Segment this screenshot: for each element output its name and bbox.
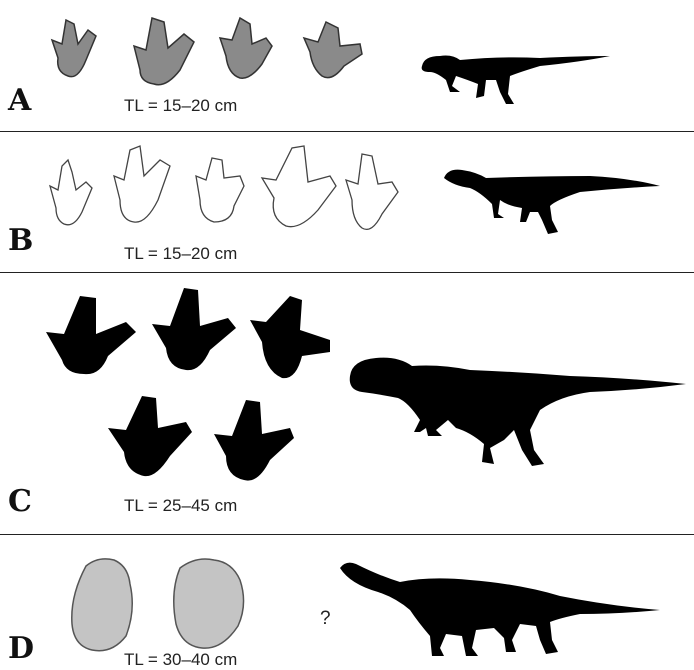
footprint-d-1 [72, 559, 132, 651]
footprint-d-2 [174, 559, 244, 648]
panel-d-letter: D [8, 634, 34, 664]
panel-d-unknown-mark: ? [320, 608, 331, 630]
panel-d-length-label: TL = 30–40 cm [124, 650, 237, 670]
dinosaur-silhouette-d [340, 563, 660, 656]
